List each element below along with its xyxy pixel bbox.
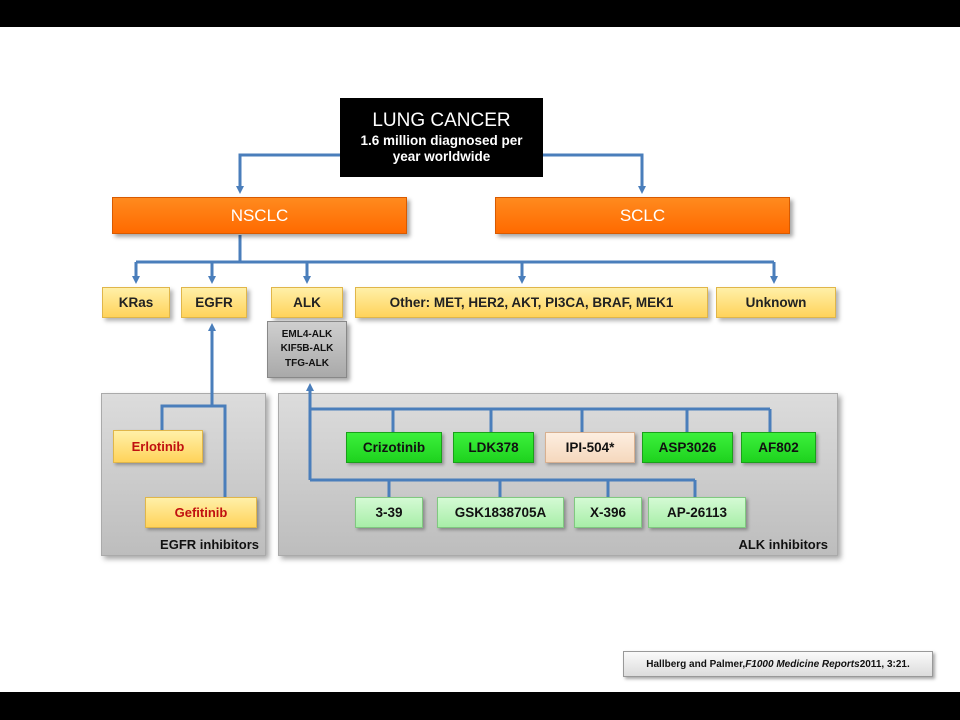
- af802-node: AF802: [741, 432, 816, 463]
- ldk378-node: LDK378: [453, 432, 534, 463]
- root-subtitle-line1: 1.6 million diagnosed per: [360, 132, 523, 148]
- root-subtitle-line2: year worldwide: [392, 148, 491, 164]
- egfr-inhibitors-panel: EGFR inhibitors: [101, 393, 266, 556]
- citation-authors: Hallberg and Palmer,: [646, 658, 746, 670]
- alk-fusion-item: TFG-ALK: [285, 357, 329, 369]
- citation-ref: 2011, 3:21.: [859, 658, 910, 670]
- connector-root-sclc: [543, 153, 646, 194]
- citation-journal: F1000 Medicine Reports: [745, 658, 860, 670]
- citation-box: Hallberg and Palmer, F1000 Medicine Repo…: [623, 651, 933, 677]
- alk-inhibitors-label: ALK inhibitors: [738, 537, 828, 552]
- kras-node: KRas: [102, 287, 170, 318]
- nsclc-node: NSCLC: [112, 197, 407, 234]
- asp3026-node: ASP3026: [642, 432, 733, 463]
- connector-root-nsclc: [236, 153, 340, 194]
- crizotinib-node: Crizotinib: [346, 432, 442, 463]
- ipi-504-node: IPI-504*: [545, 432, 635, 463]
- lung-cancer-root-node: LUNG CANCER 1.6 million diagnosed per ye…: [340, 98, 543, 177]
- alk-inhibitors-panel: ALK inhibitors: [278, 393, 838, 556]
- gefitinib-node: Gefitinib: [145, 497, 257, 528]
- 3-39-node: 3-39: [355, 497, 423, 528]
- alk-fusions-box: EML4-ALK KIF5B-ALK TFG-ALK: [267, 321, 347, 378]
- ap-26113-node: AP-26113: [648, 497, 746, 528]
- egfr-inhibitors-label: EGFR inhibitors: [160, 537, 259, 552]
- sclc-node: SCLC: [495, 197, 790, 234]
- erlotinib-node: Erlotinib: [113, 430, 203, 463]
- alk-fusion-item: KIF5B-ALK: [280, 343, 334, 355]
- gsk1838705a-node: GSK1838705A: [437, 497, 564, 528]
- x-396-node: X-396: [574, 497, 642, 528]
- egfr-node: EGFR: [181, 287, 247, 318]
- bottom-black-bar: [0, 692, 960, 720]
- unknown-node: Unknown: [716, 287, 836, 318]
- other-node: Other: MET, HER2, AKT, PI3CA, BRAF, MEK1: [355, 287, 708, 318]
- top-black-bar: [0, 0, 960, 27]
- alk-node: ALK: [271, 287, 343, 318]
- alk-fusion-item: EML4-ALK: [281, 328, 333, 340]
- root-title: LUNG CANCER: [372, 109, 511, 131]
- connector-erlotinib: [160, 404, 227, 498]
